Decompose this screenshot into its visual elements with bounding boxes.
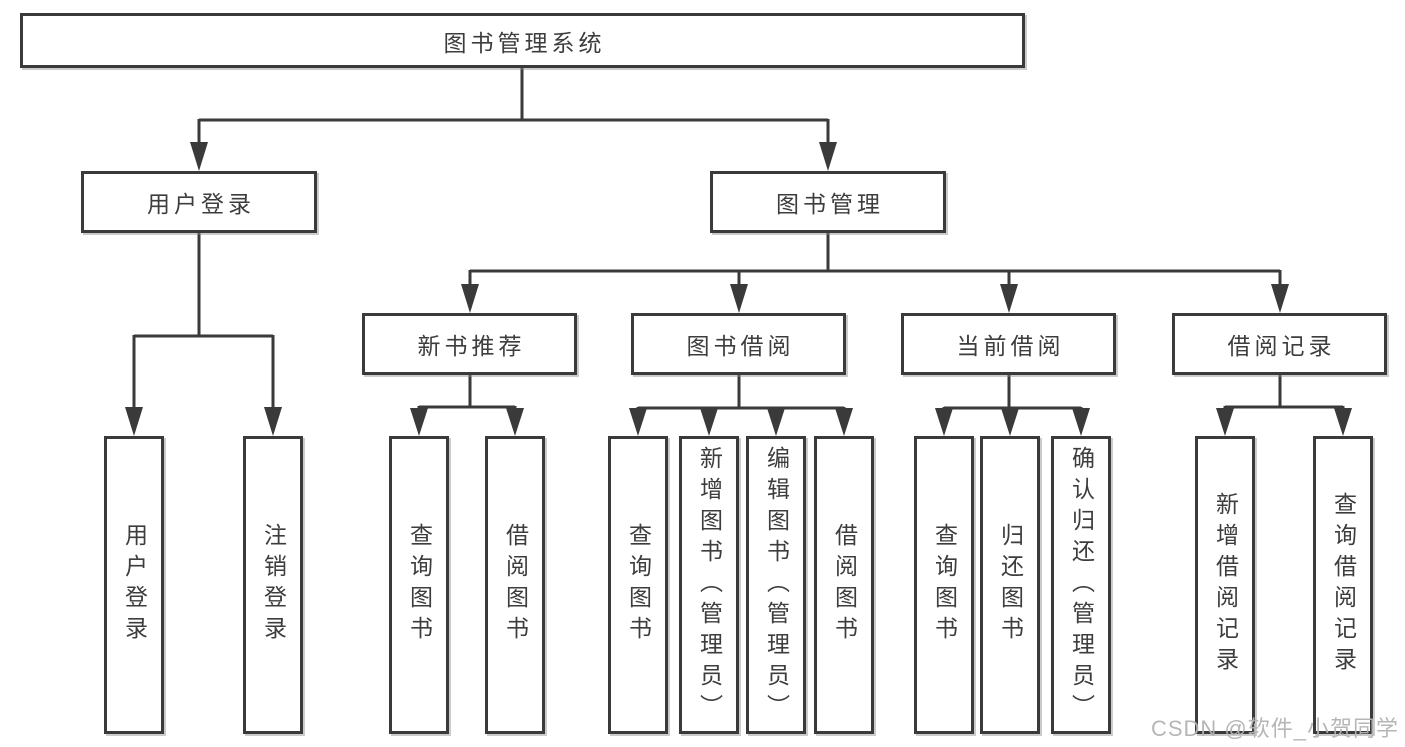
leaf-query-books-recommend-label: 查询图书 — [406, 523, 433, 647]
connector-current-children — [935, 375, 1090, 436]
node-book-management-label: 图书管理 — [776, 191, 884, 217]
leaf-borrow-books: 借阅图书 — [814, 436, 874, 734]
leaf-user-login: 用户登录 — [104, 436, 164, 734]
connector-borrowing-children — [629, 375, 853, 436]
node-library-system: 图书管理系统 — [20, 13, 1025, 68]
connector-user-login-children — [125, 233, 282, 436]
node-book-management: 图书管理 — [710, 171, 946, 233]
leaf-logout-login: 注销登录 — [243, 436, 303, 734]
node-book-borrowing: 图书借阅 — [631, 313, 846, 375]
leaf-logout-login-label: 注销登录 — [260, 523, 287, 647]
connector-root-to-level2 — [190, 68, 837, 171]
leaf-return-books: 归还图书 — [980, 436, 1040, 734]
leaf-query-books-borrow-label: 查询图书 — [625, 523, 652, 647]
node-borrowing-records: 借阅记录 — [1172, 313, 1387, 375]
leaf-query-books-current: 查询图书 — [914, 436, 974, 734]
leaf-borrow-books-recommend-label: 借阅图书 — [502, 523, 529, 647]
leaf-user-login-label: 用户登录 — [121, 523, 148, 647]
leaf-borrow-books-recommend: 借阅图书 — [485, 436, 545, 734]
node-library-system-label: 图书管理系统 — [443, 29, 606, 56]
leaf-edit-books-admin-label: 编辑图书（管理员） — [763, 445, 790, 725]
leaf-add-books-admin-label: 新增图书（管理员） — [696, 445, 723, 725]
node-user-login-label: 用户登录 — [147, 191, 255, 217]
leaf-query-books-recommend: 查询图书 — [389, 436, 449, 734]
connector-records-children — [1216, 375, 1352, 436]
leaf-add-borrow-record-label: 新增借阅记录 — [1212, 492, 1239, 678]
leaf-query-borrow-record-label: 查询借阅记录 — [1330, 492, 1357, 678]
node-new-book-recommendation-label: 新书推荐 — [417, 333, 526, 359]
leaf-add-books-admin: 新增图书（管理员） — [679, 436, 739, 734]
csdn-watermark: CSDN @软件_小贺同学 — [1150, 716, 1399, 741]
leaf-query-borrow-record: 查询借阅记录 — [1313, 436, 1373, 734]
leaf-query-books-current-label: 查询图书 — [931, 523, 958, 647]
node-user-login: 用户登录 — [81, 171, 317, 233]
node-book-borrowing-label: 图书借阅 — [686, 333, 795, 359]
connector-book-management-children — [461, 233, 1289, 313]
leaf-query-books-borrow: 查询图书 — [608, 436, 668, 734]
node-current-borrowing: 当前借阅 — [901, 313, 1116, 375]
leaf-confirm-return-admin-label: 确认归还（管理员） — [1068, 445, 1095, 725]
connector-recommend-children — [410, 375, 524, 436]
leaf-add-borrow-record: 新增借阅记录 — [1195, 436, 1255, 734]
leaf-edit-books-admin: 编辑图书（管理员） — [746, 436, 806, 734]
node-current-borrowing-label: 当前借阅 — [956, 333, 1065, 359]
node-new-book-recommendation: 新书推荐 — [362, 313, 577, 375]
leaf-confirm-return-admin: 确认归还（管理员） — [1051, 436, 1111, 734]
node-borrowing-records-label: 借阅记录 — [1227, 333, 1336, 359]
leaf-borrow-books-label: 借阅图书 — [831, 523, 858, 647]
leaf-return-books-label: 归还图书 — [997, 523, 1024, 647]
